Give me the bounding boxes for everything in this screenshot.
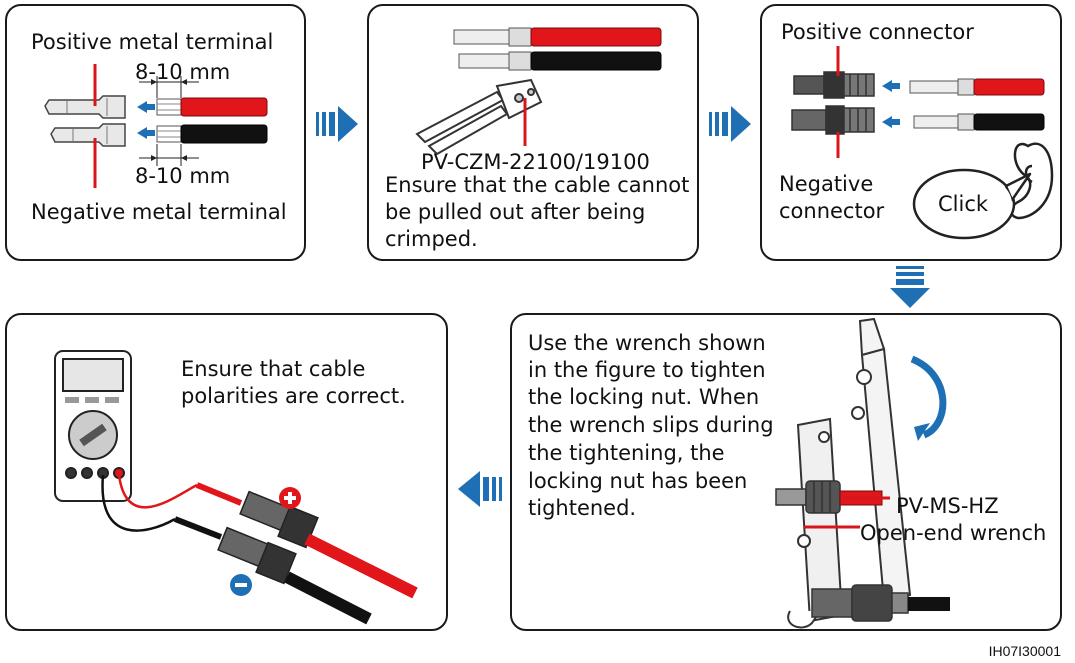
- multimeter-illustration: [54, 350, 418, 625]
- click-sound-bubble-icon: [912, 168, 1032, 240]
- down-arrow-icon: [890, 266, 930, 308]
- bottom-connector-icon: [811, 584, 909, 622]
- open-end-wrench-icon: [851, 317, 912, 603]
- polarity-instruction-line2: polarities are correct.: [181, 384, 406, 408]
- positive-connector-label: Positive connector: [781, 20, 974, 44]
- multimeter-icon: [54, 350, 132, 502]
- red-cable-icon: [453, 27, 662, 47]
- tighten-instruction-line4: the wrench slips during: [528, 413, 774, 437]
- wrench-model-label: PV-MS-HZ: [896, 494, 999, 518]
- wrench-type-label: Open-end wrench: [860, 521, 1047, 545]
- negative-connector-icon: [791, 105, 875, 135]
- insert-arrow-icon: [137, 101, 155, 139]
- black-cable-icon: [458, 51, 662, 71]
- tighten-instruction-line1: Use the wrench shown: [528, 331, 766, 355]
- crimp-tool-model: PV-CZM-22100/19100: [421, 150, 650, 174]
- crimping-pliers-icon: [415, 78, 543, 156]
- crimp-instruction-line1: Ensure that the cable cannot: [385, 173, 690, 197]
- positive-terminal-label: Positive metal terminal: [31, 30, 274, 54]
- positive-connector-icon: [793, 71, 875, 99]
- tighten-instruction-line2: in the figure to tighten: [528, 358, 766, 382]
- rotation-arrow-icon: [910, 355, 947, 439]
- connector-nut-icon: [775, 480, 841, 514]
- negative-terminal-icon: [50, 123, 126, 147]
- crimp-tool-illustration: [415, 27, 662, 156]
- negative-terminal-label: Negative metal terminal: [31, 200, 287, 224]
- crimp-instruction-line2: be pulled out after being: [385, 200, 646, 224]
- strip-length-top-label: 8-10 mm: [135, 60, 231, 84]
- click-sound-label: Click: [938, 192, 989, 216]
- tighten-instruction-line3: the locking nut. When: [528, 385, 760, 409]
- step2-crimp-panel: PV-CZM-22100/19100 Ensure that the cable…: [367, 4, 699, 261]
- polarity-instruction-line1: Ensure that cable: [181, 357, 366, 381]
- negative-polarity-icon: [230, 574, 252, 596]
- positive-polarity-icon: [279, 487, 301, 509]
- negative-connector-label-line1: Negative: [779, 172, 874, 196]
- next-step-arrow-icon: [316, 106, 358, 142]
- tighten-instruction-line6: locking nut has been: [528, 469, 748, 493]
- wrench-illustration: [775, 317, 950, 629]
- crimp-instruction-line3: crimped.: [385, 227, 478, 251]
- step3-insert-connector-panel: Positive connector Negative connector Cl…: [760, 4, 1062, 261]
- step4-tighten-nut-panel: Use the wrench shown in the figure to ti…: [510, 313, 1062, 631]
- step1-strip-cables-panel: Positive metal terminal 8-10 mm 8-10 mm …: [5, 4, 306, 261]
- connector-illustration: [791, 46, 1054, 240]
- tighten-instruction-line5: the tightening, the: [528, 441, 725, 465]
- step5-check-polarity-panel: Ensure that cable polarities are correct…: [5, 313, 448, 631]
- previous-step-arrow-icon: [458, 471, 502, 507]
- negative-connector-label-line2: connector: [779, 199, 885, 223]
- next-step-arrow-icon: [709, 106, 751, 142]
- tighten-instruction-line7: tightened.: [528, 496, 637, 520]
- terminal-illustration: [44, 64, 268, 188]
- negative-connector-icon: [217, 526, 297, 585]
- strip-length-bottom-label: 8-10 mm: [135, 164, 231, 188]
- positive-terminal-icon: [44, 95, 126, 119]
- figure-id: IH07I30001: [988, 643, 1061, 659]
